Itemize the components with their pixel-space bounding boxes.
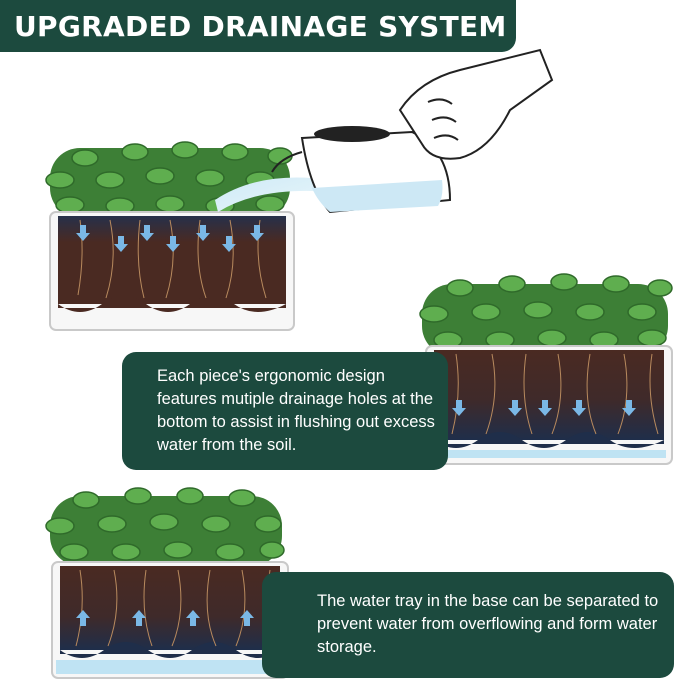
- drainage-info-text: Each piece's ergonomic design features m…: [157, 367, 435, 454]
- water-reservoir: [432, 450, 666, 458]
- water-tray-info-text: The water tray in the base can be separa…: [317, 592, 659, 656]
- plant-foliage: [45, 487, 285, 566]
- header-banner: UPGRADED DRAINAGE SYSTEM: [0, 0, 516, 52]
- water-tray-info-panel: The water tray in the base can be separa…: [262, 572, 674, 678]
- soil: [434, 350, 664, 440]
- drainage-arrow-icon: [76, 610, 254, 626]
- hand-icon: [398, 48, 554, 160]
- drainage-info-panel: Each piece's ergonomic design features m…: [122, 352, 448, 470]
- drainage-arrow-icon: [452, 400, 636, 416]
- soil: [60, 566, 280, 650]
- page-title: UPGRADED DRAINAGE SYSTEM: [14, 9, 507, 43]
- planter-drainage-illustration: [419, 273, 673, 465]
- planter-water-tray-illustration: [45, 487, 289, 679]
- water-tray: [56, 660, 284, 674]
- plant-foliage: [45, 141, 293, 218]
- planter-watering-illustration: [45, 48, 554, 331]
- plant-foliage: [419, 273, 673, 356]
- watering-can-icon: [271, 126, 452, 214]
- water-stream: [215, 177, 332, 212]
- drainage-arrow-icon: [76, 225, 264, 252]
- roots: [451, 353, 659, 435]
